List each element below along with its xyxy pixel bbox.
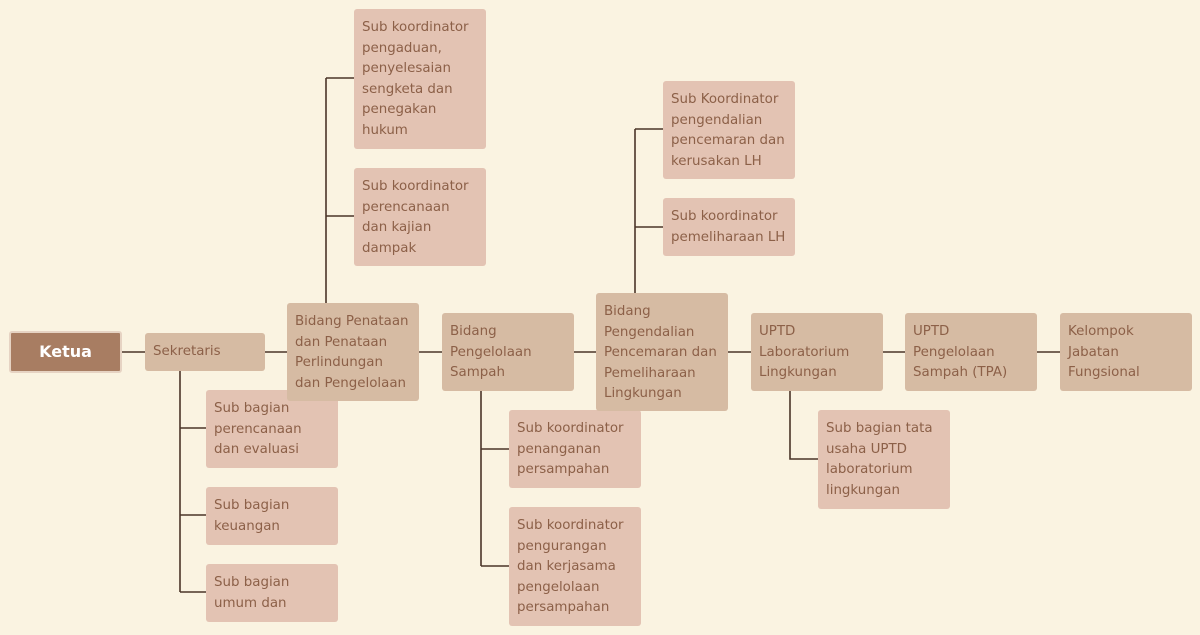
node-sub-koordinator-pengaduan[interactable]: Sub koordinator pengaduan, penyelesaian … bbox=[354, 9, 486, 149]
node-sub-bagian-tata-usaha[interactable]: Sub bagian tata usaha UPTD laboratorium … bbox=[818, 410, 950, 509]
node-sub-koordinator-pengurangan[interactable]: Sub koordinator pengurangan dan kerjasam… bbox=[509, 507, 641, 626]
node-sub-bagian-keuangan[interactable]: Sub bagian keuangan bbox=[206, 487, 338, 545]
node-label: Sub koordinator pengaduan, penyelesaian … bbox=[362, 20, 469, 138]
node-label: Sub koordinator pemeliharaan LH bbox=[671, 209, 786, 245]
node-sub-koordinator-perencanaan[interactable]: Sub koordinator perencanaan dan kajian d… bbox=[354, 168, 486, 266]
node-label: Kelompok Jabatan Fungsional bbox=[1068, 324, 1140, 380]
node-sub-bagian-perencanaan[interactable]: Sub bagian perencanaan dan evaluasi bbox=[206, 390, 338, 468]
node-bidang-penataan[interactable]: Bidang Penataan dan Penataan Perlindunga… bbox=[287, 303, 419, 401]
node-label: Sub koordinator penanganan persampahan bbox=[517, 421, 624, 477]
node-sub-bagian-umum[interactable]: Sub bagian umum dan bbox=[206, 564, 338, 622]
node-label: Sub koordinator pengurangan dan kerjasam… bbox=[517, 518, 624, 615]
node-sub-koordinator-pemeliharaan[interactable]: Sub koordinator pemeliharaan LH bbox=[663, 198, 795, 256]
node-label: Bidang Penataan dan Penataan Perlindunga… bbox=[295, 314, 409, 391]
node-label: UPTD Laboratorium Lingkungan bbox=[759, 324, 850, 380]
node-label: Sub bagian umum dan bbox=[214, 575, 290, 611]
node-label: Bidang Pengelolaan Sampah bbox=[450, 324, 532, 380]
node-bidang-pengelolaan-sampah[interactable]: Bidang Pengelolaan Sampah bbox=[442, 313, 574, 391]
node-uptd-laboratorium[interactable]: UPTD Laboratorium Lingkungan bbox=[751, 313, 883, 391]
node-sub-koordinator-pengendalian[interactable]: Sub Koordinator pengendalian pencemaran … bbox=[663, 81, 795, 179]
node-label: Sub bagian perencanaan dan evaluasi bbox=[214, 401, 302, 457]
node-sub-koordinator-penanganan[interactable]: Sub koordinator penanganan persampahan bbox=[509, 410, 641, 488]
node-label: Bidang Pengendalian Pencemaran dan Pemel… bbox=[604, 304, 717, 401]
node-label: Sub bagian tata usaha UPTD laboratorium … bbox=[826, 421, 933, 498]
node-label: Sub bagian keuangan bbox=[214, 498, 290, 534]
node-kelompok-jabatan-fungsional[interactable]: Kelompok Jabatan Fungsional bbox=[1060, 313, 1192, 391]
node-label: Sub koordinator perencanaan dan kajian d… bbox=[362, 179, 469, 256]
node-label: Sekretaris bbox=[153, 344, 221, 359]
root-node-label: Ketua bbox=[39, 341, 92, 361]
node-label: UPTD Pengelolaan Sampah (TPA) bbox=[913, 324, 1008, 380]
node-label: Sub Koordinator pengendalian pencemaran … bbox=[671, 92, 785, 169]
root-node-ketua[interactable]: Ketua bbox=[9, 331, 122, 373]
node-sekretaris[interactable]: Sekretaris bbox=[145, 333, 265, 371]
node-bidang-pengendalian[interactable]: Bidang Pengendalian Pencemaran dan Pemel… bbox=[596, 293, 728, 411]
node-uptd-tpa[interactable]: UPTD Pengelolaan Sampah (TPA) bbox=[905, 313, 1037, 391]
